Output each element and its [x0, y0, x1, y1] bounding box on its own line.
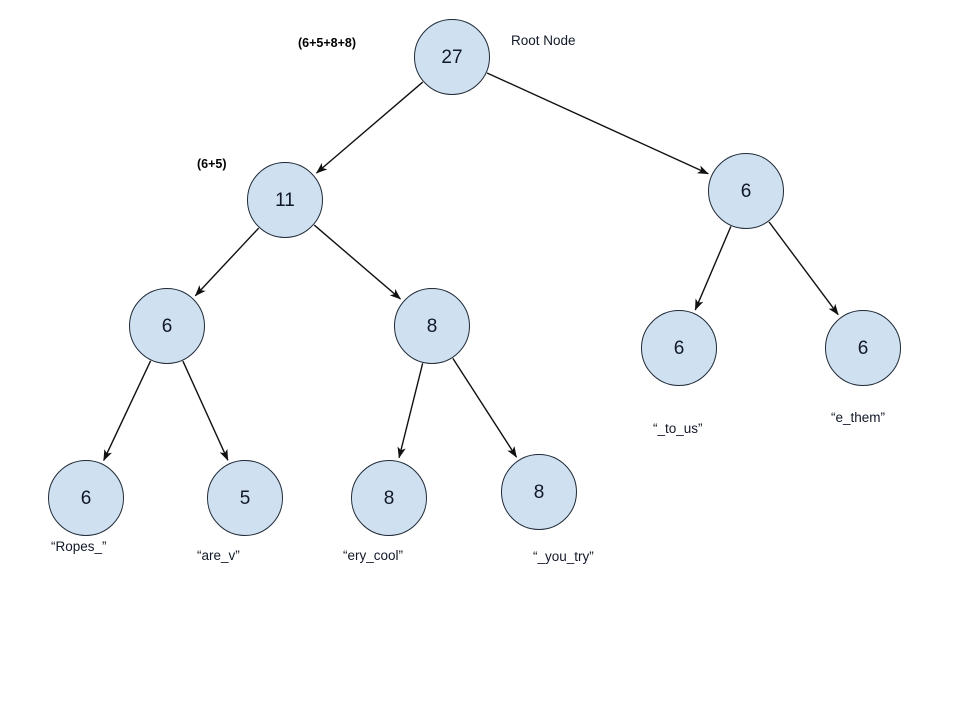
node-right-6[interactable]: 6: [708, 153, 784, 229]
left-sum-annotation: (6+5): [197, 157, 227, 171]
node-leaf-ropes-value: 6: [80, 487, 92, 509]
node-left-right-8[interactable]: 8: [394, 288, 470, 364]
root-node-caption: Root Node: [511, 33, 576, 48]
node-left-11-value: 11: [275, 189, 295, 211]
node-right-left-6[interactable]: 6: [641, 310, 717, 386]
node-left-11[interactable]: 11: [247, 162, 323, 238]
root-sum-annotation: (6+5+8+8): [298, 36, 357, 50]
edge-left-to-ll: [194, 227, 260, 297]
caption-you-try: “_you_try”: [533, 549, 594, 564]
node-leaf-ropes[interactable]: 6: [48, 460, 124, 536]
edge-right-to-rr: [768, 221, 839, 316]
edge-right-to-rl: [694, 226, 732, 311]
node-root-27[interactable]: 27: [414, 19, 490, 95]
edge-lr-to-lrr: [452, 357, 518, 458]
node-leaf-ery-cool[interactable]: 8: [351, 460, 427, 536]
edge-ll-to-lll: [103, 360, 152, 462]
caption-ery-cool: “ery_cool”: [343, 548, 404, 563]
node-leaf-ery-cool-value: 8: [383, 487, 395, 509]
node-left-left-6[interactable]: 6: [129, 288, 205, 364]
node-leaf-you-try[interactable]: 8: [501, 454, 577, 530]
edge-root-to-left: [315, 81, 424, 174]
node-root-27-value: 27: [441, 46, 463, 68]
node-right-left-6-value: 6: [673, 337, 685, 359]
edge-lr-to-lrl: [397, 363, 424, 459]
edge-left-to-lr: [313, 224, 402, 300]
node-right-right-6[interactable]: 6: [825, 310, 901, 386]
node-left-right-8-value: 8: [426, 315, 438, 337]
node-leaf-are-v[interactable]: 5: [207, 460, 283, 536]
edge-ll-to-llr: [182, 360, 229, 461]
node-right-6-value: 6: [740, 180, 752, 202]
edge-root-to-right: [486, 72, 709, 175]
node-right-right-6-value: 6: [857, 337, 869, 359]
caption-are-v: “are_v”: [197, 548, 240, 563]
node-leaf-you-try-value: 8: [533, 481, 545, 503]
caption-to-us: “_to_us”: [653, 421, 703, 436]
caption-e-them: “e_them”: [831, 410, 886, 425]
node-leaf-are-v-value: 5: [239, 487, 251, 509]
caption-ropes: “Ropes_”: [51, 539, 107, 554]
node-left-left-6-value: 6: [161, 315, 173, 337]
